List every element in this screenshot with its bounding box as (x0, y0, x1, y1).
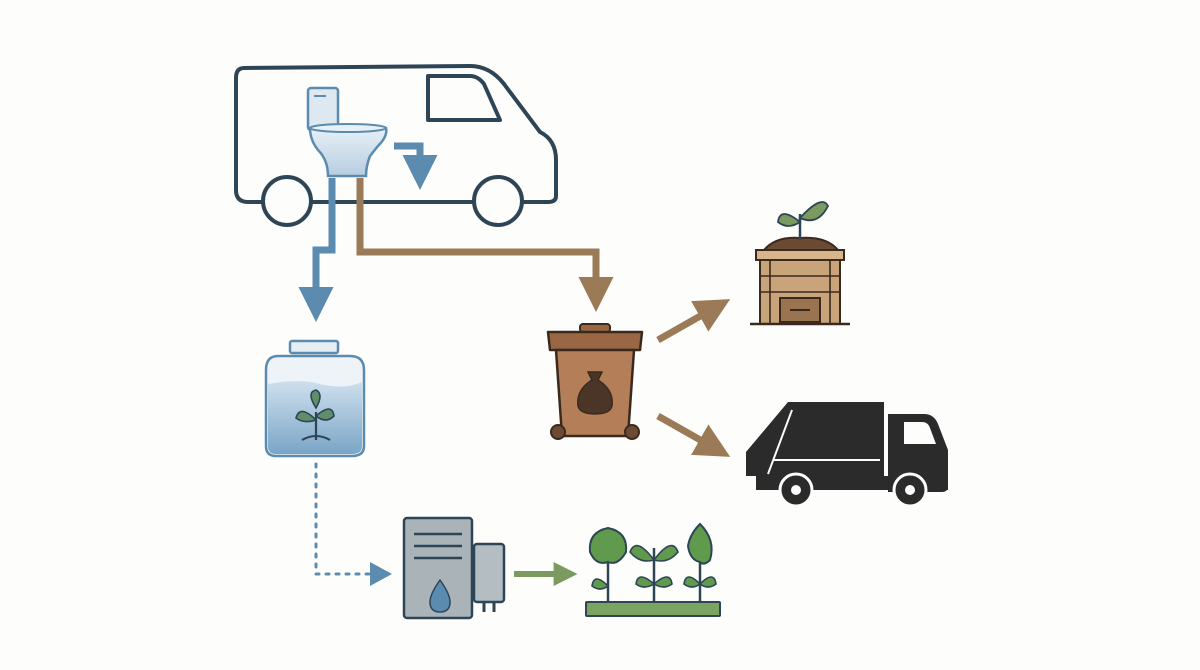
compost-flow-arrow (656, 299, 731, 344)
filter-unit-icon (402, 516, 506, 620)
solid-flow-arrow (356, 178, 614, 312)
truck-flow-arrow (656, 412, 731, 457)
plant-sprout-icon (295, 389, 335, 441)
van-icon (234, 64, 558, 227)
liquid-tank-icon (264, 339, 366, 458)
trash-bag-icon (577, 371, 613, 415)
liquid-flow-arrow (298, 178, 336, 322)
waste-bin-icon (546, 323, 644, 440)
composting-toilet-icon (306, 86, 388, 178)
water-drop-icon (429, 578, 451, 613)
drop-arrow-icon (394, 142, 438, 190)
garden-plants-icon (585, 522, 721, 617)
garbage-truck-icon (746, 402, 948, 508)
compost-bin-icon (750, 201, 850, 326)
dotted-flow-arrow (314, 462, 392, 586)
